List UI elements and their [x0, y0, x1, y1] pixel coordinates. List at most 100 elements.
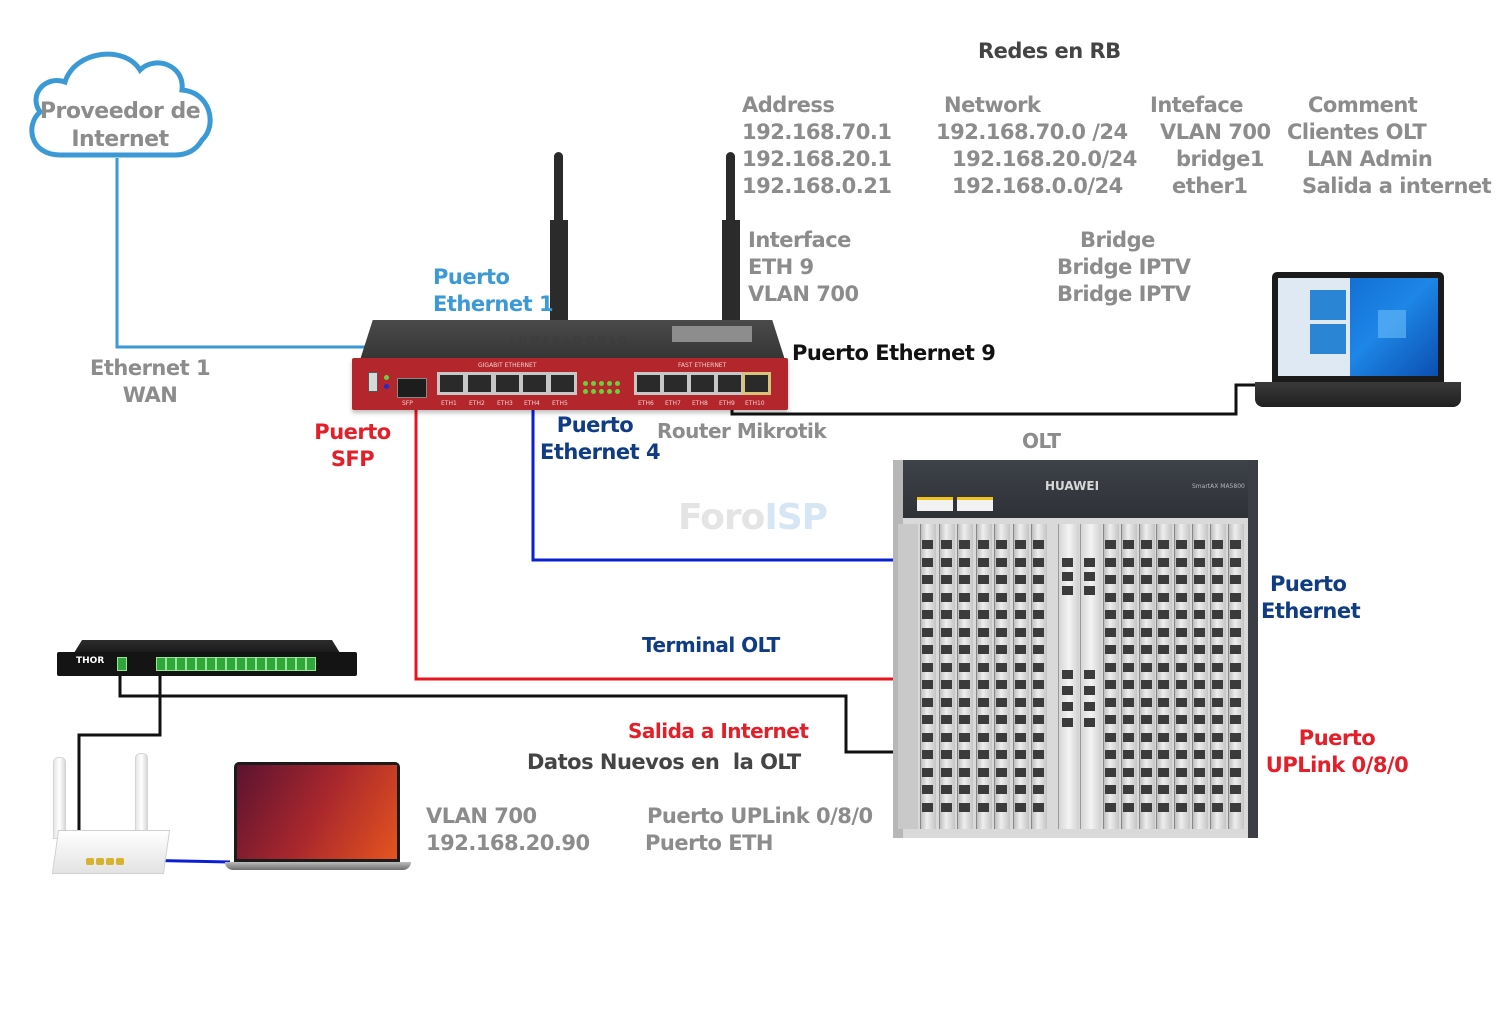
olt-port — [959, 680, 970, 689]
splitter-output-port — [296, 657, 306, 671]
olt-port — [1158, 592, 1170, 602]
olt-uplink-port — [1062, 686, 1073, 695]
ont-antenna — [53, 757, 66, 839]
splitter-output-port — [226, 657, 236, 671]
olt-port — [959, 767, 970, 777]
port-eth9 — [715, 372, 744, 395]
table-header-interface: Inteface — [1150, 93, 1244, 117]
olt-port — [940, 557, 952, 567]
olt-port — [959, 802, 970, 812]
olt-port — [922, 610, 933, 619]
sfp-cable — [414, 383, 1058, 681]
splitter-output-port — [236, 657, 246, 671]
olt-port — [1194, 680, 1205, 689]
port-eth1 — [437, 372, 466, 395]
table-cell: 192.168.70.1 — [742, 120, 892, 144]
new-uplink-label: Puerto UPLink 0/8/0 — [647, 804, 873, 828]
olt-port — [1211, 627, 1223, 637]
olt-port — [996, 802, 1007, 812]
olt-port — [977, 767, 989, 777]
olt-port — [959, 610, 970, 619]
cloud-label-line1: Proveedor de — [39, 99, 201, 124]
olt-eth-port — [1062, 586, 1073, 595]
olt-port — [940, 750, 952, 759]
olt-port — [922, 715, 933, 724]
olt-port — [940, 592, 952, 602]
olt-port — [1033, 785, 1044, 794]
table-cell: 192.168.20.0/24 — [952, 147, 1137, 171]
table-cell: Salida a internet — [1302, 174, 1492, 198]
cloud-icon — [29, 51, 213, 158]
olt-port — [959, 785, 970, 794]
olt-port — [1176, 662, 1188, 672]
olt-port — [940, 767, 952, 777]
olt-port — [977, 802, 989, 812]
led — [607, 381, 612, 386]
olt-port — [940, 540, 952, 549]
olt-port — [1105, 540, 1116, 549]
port-eth2 — [465, 372, 494, 395]
splitter-output-port — [196, 657, 206, 671]
olt-port — [1158, 802, 1170, 812]
olt-port — [1105, 627, 1116, 637]
olt-port — [1194, 732, 1205, 742]
olt-port — [940, 680, 952, 689]
router-lcd — [672, 326, 752, 342]
olt-port — [959, 592, 970, 602]
olt-port — [1122, 802, 1134, 812]
datos-nuevos-label: Datos Nuevos en la OLT — [527, 750, 801, 774]
new-eth-label: Puerto ETH — [645, 831, 773, 855]
olt-port — [922, 697, 933, 707]
table-cell: 192.168.0.21 — [742, 174, 892, 198]
olt-eth-port — [1084, 586, 1095, 595]
olt-service-card — [957, 524, 973, 829]
olt-port — [1194, 575, 1205, 584]
olt-port — [1158, 645, 1170, 654]
olt-port — [1033, 802, 1044, 812]
olt-port — [996, 767, 1007, 777]
olt-port — [940, 802, 952, 812]
port-eth5 — [548, 372, 577, 395]
olt-port — [1194, 715, 1205, 724]
splitter-top — [74, 640, 340, 653]
wan-label-line2: WAN — [122, 383, 178, 407]
new-vlan-label: VLAN 700 — [426, 804, 537, 828]
olt-port — [1176, 627, 1188, 637]
splitter-output-port — [246, 657, 256, 671]
gigabit-section-label: GIGABIT ETHERNET — [478, 362, 537, 369]
terminal-olt-label: Terminal OLT — [642, 633, 780, 657]
splitter-output-port — [186, 657, 196, 671]
olt-port — [1014, 750, 1026, 759]
olt-port — [1140, 750, 1152, 759]
olt-port — [1229, 627, 1241, 637]
bridge-cell: Bridge IPTV — [1057, 282, 1191, 306]
olt-eth-port — [1062, 558, 1073, 567]
olt-port — [1014, 785, 1026, 794]
olt-port — [1176, 697, 1188, 707]
foroisp-watermark: ForoISP — [678, 497, 828, 538]
diagram-title: Redes en RB — [978, 39, 1121, 63]
olt-port — [977, 645, 989, 654]
olt-uplink-port — [1084, 718, 1095, 727]
olt-port — [1033, 697, 1044, 707]
olt-service-card — [975, 524, 992, 829]
ont-lan-port — [106, 858, 114, 865]
bridge-cell: ETH 9 — [748, 255, 814, 279]
splitter-logo: THOR — [76, 656, 105, 666]
olt-port — [1105, 767, 1116, 777]
port-eth3 — [493, 372, 522, 395]
olt-port — [1105, 575, 1116, 584]
splitter-output-port — [306, 657, 316, 671]
led — [599, 381, 604, 386]
olt-port — [1105, 732, 1116, 742]
table-header-network: Network — [944, 93, 1041, 117]
olt-port — [977, 627, 989, 637]
olt-port — [1140, 697, 1152, 707]
olt-port — [1014, 592, 1026, 602]
olt-port — [1176, 557, 1188, 567]
olt-port — [922, 575, 933, 584]
olt-port — [1105, 680, 1116, 689]
olt-port — [1229, 750, 1241, 759]
olt-service-card — [938, 524, 955, 829]
router-label: Router Mikrotik — [657, 419, 827, 443]
